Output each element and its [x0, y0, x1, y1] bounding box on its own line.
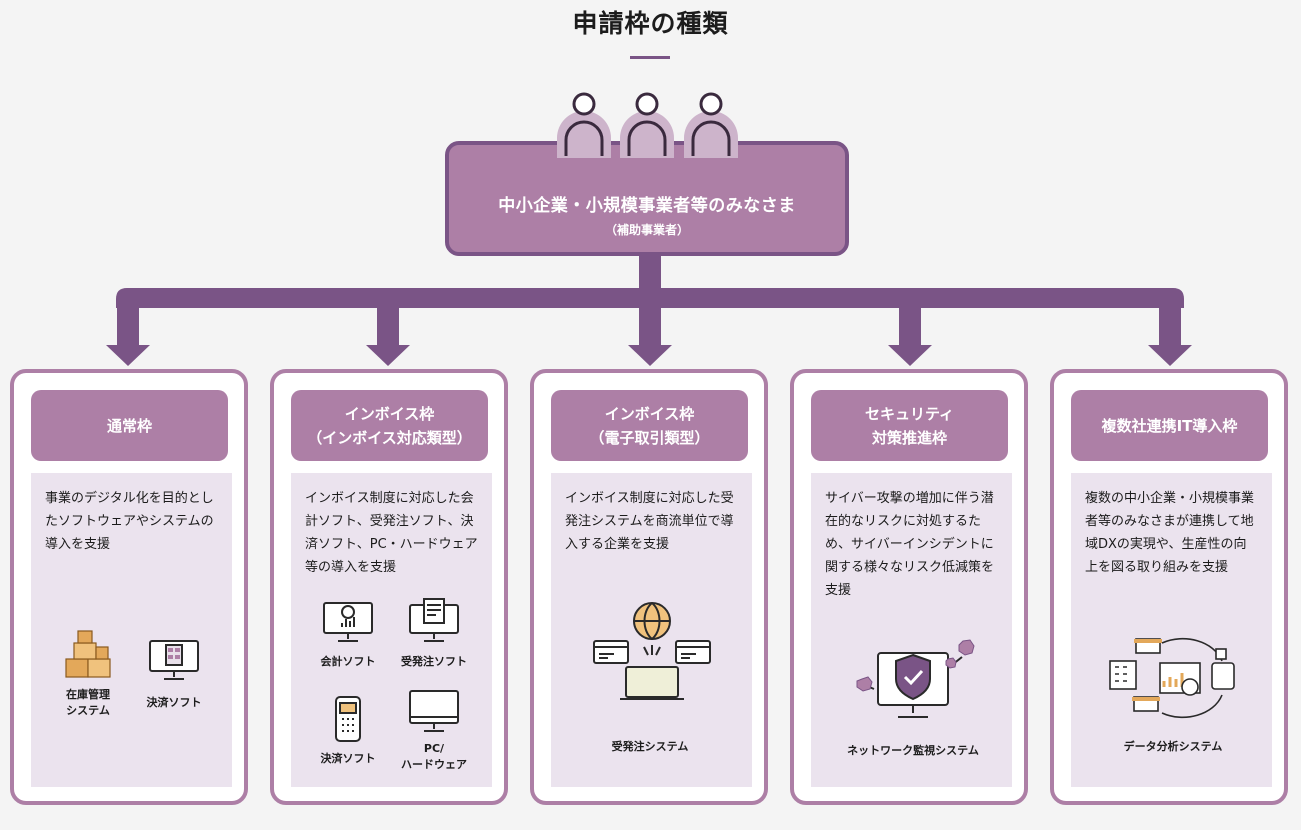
- network-monitor-icon: [856, 639, 975, 718]
- icon-label: 決済ソフト: [320, 752, 376, 765]
- connector-arrows: [106, 252, 1192, 366]
- payment-monitor-icon: [149, 640, 199, 680]
- card-description: 事業のデジタル化を目的としたソフトウェアやシステムの導入を支援: [45, 491, 214, 552]
- page-title: 申請枠の種類: [572, 9, 729, 38]
- pc-icon: [409, 690, 459, 732]
- card-body: サイバー攻撃の増加に伴う潜在的なリスクに対処するため、サイバーインシデントに関す…: [811, 473, 1012, 787]
- icon-label: PC/ハードウェア: [401, 742, 467, 771]
- card-body: 複数の中小企業・小規模事業者等のみなさまが連携して地域DXの実現や、生産性の向上…: [1071, 473, 1272, 787]
- order-system-icon: [593, 602, 711, 700]
- payment-terminal-icon: [335, 696, 361, 742]
- card-multi-company: 複数社連携IT導入枠 複数の中小企業・小規模事業者等のみなさまが連携して地域DX…: [1050, 369, 1288, 805]
- card-invoice-type: インボイス枠 （インボイス対応類型） インボイス制度に対応した会計ソフト、受発注…: [270, 369, 508, 805]
- people-icon: [557, 92, 738, 158]
- card-title: インボイス枠: [604, 404, 695, 423]
- card-subtitle: （電子取引類型）: [589, 428, 710, 447]
- card-title: 複数社連携IT導入枠: [1101, 416, 1238, 435]
- applicant-title: 中小企業・小規模事業者等のみなさま: [498, 196, 796, 216]
- icon-label: 会計ソフト: [320, 655, 376, 668]
- card-header: 複数社連携IT導入枠: [1071, 390, 1268, 461]
- inventory-icon: [65, 630, 111, 678]
- icon-label: 受発注ソフト: [401, 655, 467, 668]
- card-invoice-ecommerce: インボイス枠 （電子取引類型） インボイス制度に対応した受発注システムを商流単位…: [530, 369, 768, 805]
- icon-label: ネットワーク監視システム: [847, 744, 979, 757]
- icon-label: 受発注システム: [611, 740, 689, 753]
- title-underline: [630, 56, 670, 59]
- card-title: 通常枠: [106, 416, 152, 435]
- icon-label: データ分析システム: [1123, 740, 1223, 753]
- card-subtitle: （インボイス対応類型）: [307, 428, 472, 447]
- card-title: インボイス枠: [344, 404, 435, 423]
- applicant-subtitle: （補助事業者）: [604, 223, 689, 237]
- card-description: インボイス制度に対応した受発注システムを商流単位で導入する企業を支援: [565, 491, 734, 552]
- card-header: 通常枠: [31, 390, 228, 461]
- card-description: インボイス制度に対応した会計ソフト、受発注ソフト、決済ソフト、PC・ハードウェア…: [305, 491, 478, 575]
- card-header: インボイス枠 （電子取引類型）: [551, 390, 748, 461]
- card-title: セキュリティ: [864, 404, 955, 423]
- data-analysis-icon: [1109, 637, 1235, 719]
- card-subtitle: 対策推進枠: [871, 428, 947, 447]
- icon-label: 在庫管理システム: [66, 688, 110, 717]
- order-icon: [409, 598, 459, 642]
- card-header: セキュリティ 対策推進枠: [811, 390, 1008, 461]
- card-description: 複数の中小企業・小規模事業者等のみなさまが連携して地域DXの実現や、生産性の向上…: [1085, 491, 1255, 575]
- icon-label: 決済ソフト: [146, 696, 202, 709]
- card-description: サイバー攻撃の増加に伴う潜在的なリスクに対処するため、サイバーインシデントに関す…: [825, 491, 995, 598]
- card-body: 事業のデジタル化を目的としたソフトウェアやシステムの導入を支援: [31, 473, 232, 787]
- accounting-icon: [323, 602, 373, 642]
- card-security: セキュリティ 対策推進枠 サイバー攻撃の増加に伴う潜在的なリスクに対処するため、…: [790, 369, 1028, 805]
- card-header: インボイス枠 （インボイス対応類型）: [291, 390, 488, 461]
- person-icon: [557, 92, 611, 158]
- card-standard: 通常枠 事業のデジタル化を目的としたソフトウェアやシステムの導入を支援 在庫管理…: [10, 369, 248, 805]
- person-icon: [684, 92, 738, 158]
- person-icon: [620, 92, 674, 158]
